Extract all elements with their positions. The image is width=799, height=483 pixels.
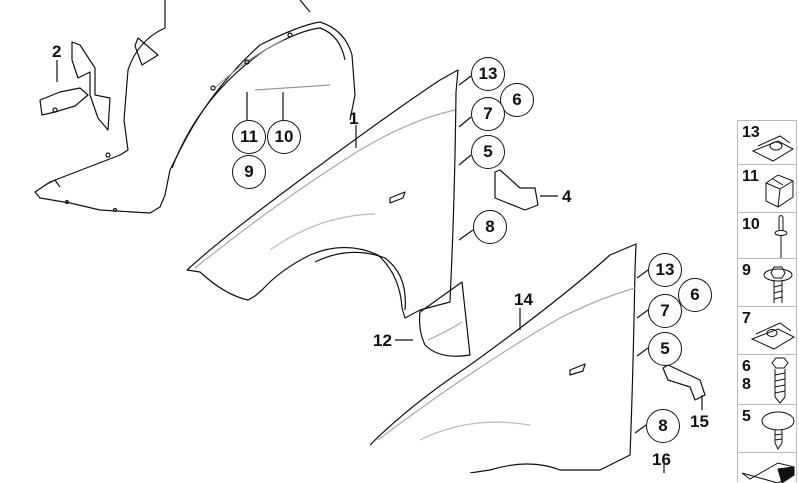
label-part-16[interactable]: 16	[652, 450, 671, 469]
callout-9[interactable]: 9	[232, 155, 266, 189]
blind-rivet-icon	[774, 215, 788, 258]
callout-7-upper[interactable]: 7	[471, 97, 505, 131]
callout-8-lower[interactable]: 8	[646, 409, 680, 443]
callout-13-upper[interactable]: 13	[471, 57, 505, 91]
legend-item-13[interactable]: 13	[737, 120, 797, 164]
u-nut-clip-icon	[750, 322, 796, 350]
label-part-4[interactable]: 4	[562, 187, 572, 206]
legend-number: 11	[742, 168, 759, 185]
bracket-part-2-drawing	[39, 41, 111, 131]
legend-item-5[interactable]: 5	[737, 404, 797, 452]
legend-number: 6 8	[742, 358, 751, 393]
expanding-nut-icon	[765, 174, 794, 208]
label-part-1[interactable]: 1	[349, 109, 359, 128]
legend-item-10[interactable]: 10	[737, 212, 797, 258]
fastener-legend: 13 11 10 9 7 6 8 5	[737, 120, 797, 483]
callout-7-lower[interactable]: 7	[648, 294, 682, 328]
callout-11[interactable]: 11	[232, 120, 266, 154]
callout-13-lower[interactable]: 13	[648, 253, 682, 287]
diagram-drawing	[34, 0, 706, 473]
label-part-2[interactable]: 2	[52, 42, 62, 61]
legend-number: 7	[742, 310, 751, 327]
legend-item-shim[interactable]	[737, 452, 797, 483]
parts-diagram: 13 6 7 5 8 11 10 9 13 6 7 5 8 2 1 4 12 1…	[34, 0, 797, 483]
label-part-15[interactable]: 15	[690, 412, 709, 431]
callout-6-upper[interactable]: 6	[500, 83, 534, 117]
bracket-part-4-drawing	[494, 169, 539, 211]
shim-plate-icon	[741, 462, 795, 483]
label-part-12[interactable]: 12	[373, 331, 392, 350]
label-part-14[interactable]: 14	[514, 290, 533, 309]
legend-item-9[interactable]: 9	[737, 258, 797, 306]
callout-5-upper[interactable]: 5	[471, 135, 505, 169]
legend-item-6-8[interactable]: 6 8	[737, 354, 797, 404]
callout-8-upper[interactable]: 8	[473, 210, 507, 244]
mud-flap-part-12-drawing	[418, 281, 471, 357]
u-nut-clip-icon	[751, 135, 795, 162]
hex-bolt-washer-icon	[763, 266, 793, 303]
leader-lines	[56, 60, 703, 473]
legend-number: 9	[742, 262, 751, 279]
legend-number: 5	[742, 408, 751, 425]
legend-item-7[interactable]: 7	[737, 306, 797, 354]
bracket-part-15-drawing	[662, 364, 706, 401]
legend-number: 13	[742, 124, 760, 141]
legend-item-11[interactable]: 11	[737, 164, 797, 212]
wheel-arch-liner-drawing	[34, 0, 356, 214]
flat-head-screw-icon	[761, 411, 795, 450]
legend-number: 10	[742, 216, 760, 233]
front-fender-part-1-drawing	[186, 69, 459, 319]
callout-6-lower[interactable]: 6	[678, 278, 712, 312]
callout-5-lower[interactable]: 5	[648, 332, 682, 366]
front-fender-part-14-drawing	[369, 243, 637, 473]
callout-10[interactable]: 10	[267, 120, 301, 154]
hex-screw-icon	[771, 357, 789, 404]
